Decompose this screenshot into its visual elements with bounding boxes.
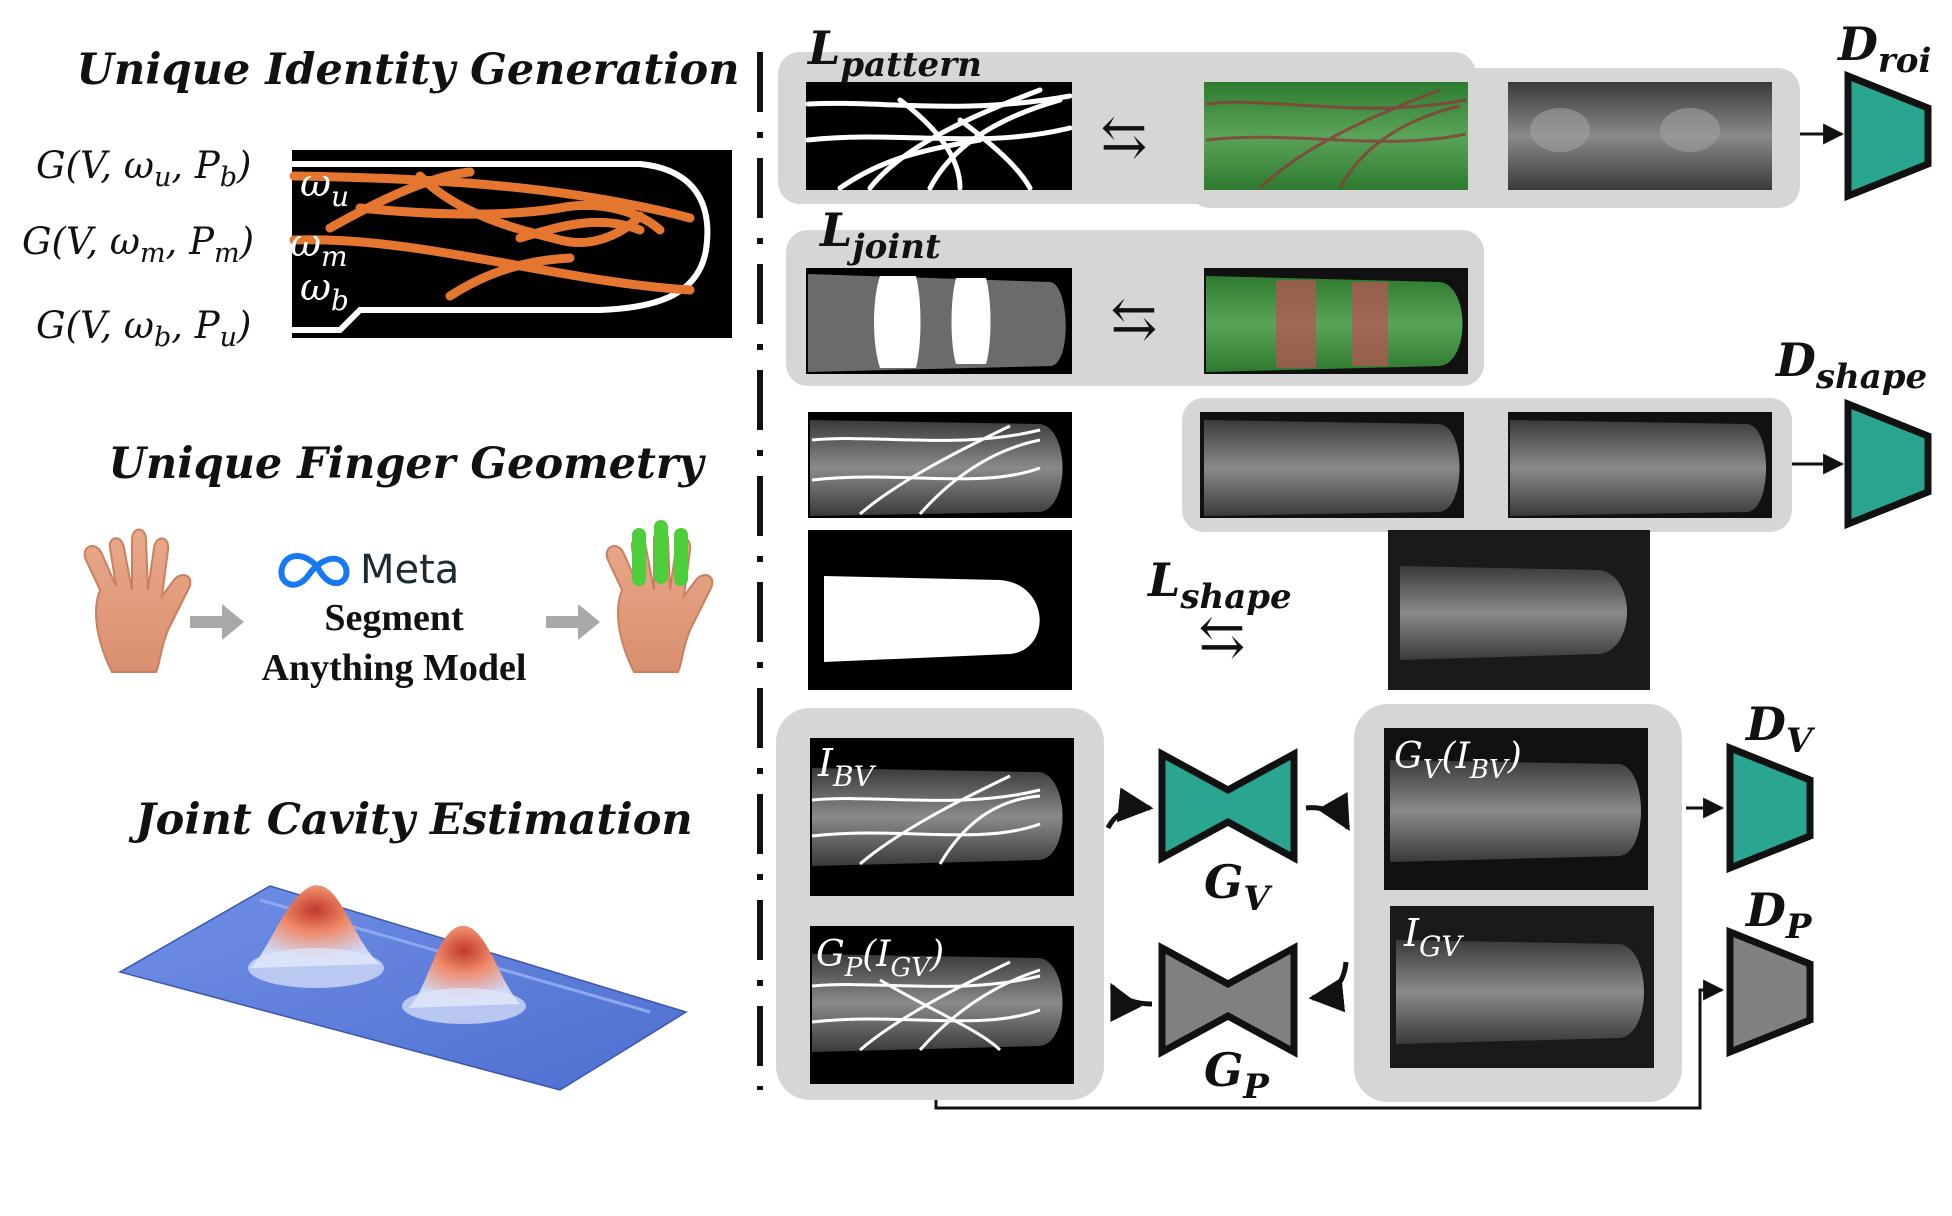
meta-logo-icon — [278, 553, 350, 588]
generator-p — [1158, 942, 1298, 1058]
generator-v — [1158, 748, 1298, 864]
ibv-label: IBV — [817, 741, 877, 793]
discriminator-shape — [1844, 398, 1932, 530]
d-shape-label: Dshape — [1774, 333, 1927, 397]
vein-pattern-binary-image — [805, 82, 1073, 191]
joint-mask-image — [806, 268, 1072, 374]
hand-segmented-image — [605, 520, 714, 673]
joint-cavity-surface-plot — [118, 885, 688, 1091]
hand-original-image — [83, 528, 192, 673]
gv-ibv-label: GV(IBV) — [1394, 736, 1522, 785]
discriminator-p — [1726, 926, 1814, 1058]
title-joint-cavity: Joint Cavity Estimation — [128, 795, 692, 845]
generated-finger-image-b — [1508, 412, 1772, 518]
d-roi-label: Droi — [1836, 17, 1931, 81]
curve-arrow-from-gv — [1305, 791, 1351, 832]
roi-grayscale-image — [1508, 82, 1772, 190]
loss-pattern-label: Lpattern — [806, 21, 982, 85]
curve-arrow-from-igv — [1308, 961, 1349, 1013]
discriminator-v — [1726, 742, 1814, 874]
formula-g-middle: G(V, ωm, Pm) — [22, 220, 254, 269]
title-finger-geometry: Unique Finger Geometry — [108, 439, 706, 489]
discriminator-roi — [1844, 70, 1932, 202]
joint-overlay-image — [1204, 268, 1468, 374]
gp-igv-image — [810, 926, 1074, 1084]
formula-g-upper: G(V, ωu, Pb) — [36, 144, 251, 193]
curve-arrow-to-gv — [1105, 787, 1154, 830]
sam-line-1: Segment — [324, 597, 464, 639]
swap-shape-symbol: ⇆ — [1199, 607, 1246, 669]
igv-label: IGV — [1403, 911, 1464, 963]
swap-pattern-symbol: ⇆ — [1101, 107, 1148, 169]
sam-line-2: Anything Model — [262, 647, 527, 689]
roi-green-overlay-image — [1204, 82, 1468, 190]
swap-joint-symbol: ⇆ — [1111, 289, 1158, 351]
vein-generation-image: ωu ωm ωb — [289, 150, 732, 338]
gp-igv-label: GP(IGV) — [816, 934, 944, 983]
gv-label: GV — [1204, 855, 1273, 919]
finger-shape-mask-image — [808, 530, 1072, 690]
arrow-right-1 — [190, 604, 244, 640]
loss-joint-label: Ljoint — [818, 203, 941, 267]
formula-g-bottom: G(V, ωb, Pu) — [36, 304, 251, 353]
ibv-image — [810, 738, 1074, 896]
generated-finger-image-a — [1200, 412, 1464, 518]
title-identity-generation: Unique Identity Generation — [77, 45, 740, 95]
arrow-right-2 — [546, 604, 600, 640]
loss-shape-label: Lshape — [1146, 553, 1292, 617]
feedback-line-to-dp — [934, 979, 1725, 1110]
gv-ibv-image — [1384, 728, 1648, 890]
vein-on-finger-image — [808, 412, 1072, 518]
meta-brand: Meta — [360, 547, 459, 593]
dv-label: DV — [1744, 697, 1816, 761]
curve-arrow-to-input — [1109, 982, 1153, 1023]
gp-label: GP — [1204, 1043, 1270, 1107]
igv-image — [1390, 906, 1654, 1068]
dp-label: DP — [1744, 883, 1813, 947]
finger-shape-gray-image — [1388, 530, 1650, 690]
